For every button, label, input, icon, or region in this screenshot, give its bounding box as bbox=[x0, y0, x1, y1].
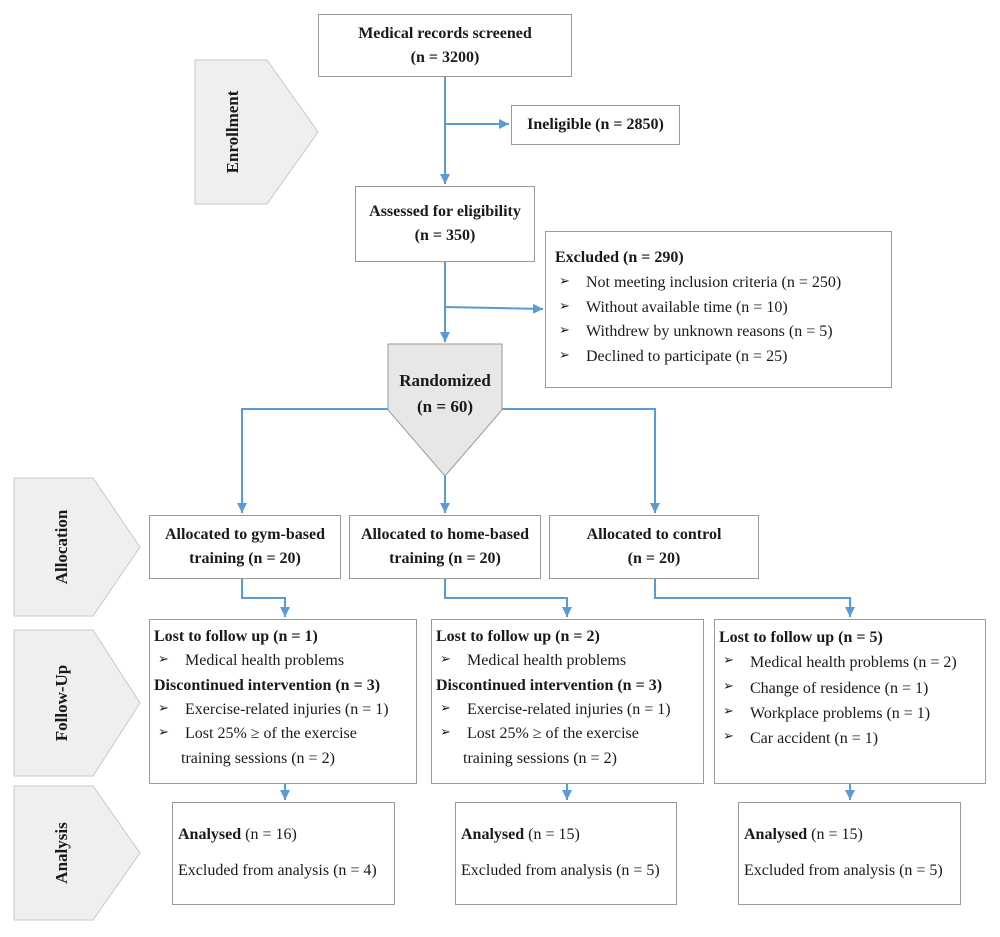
lost-to-follow-up-label: Lost to follow up (n = 2) bbox=[436, 628, 600, 645]
follow-up-item-continued: training sessions (n = 2) bbox=[181, 749, 335, 767]
ineligible-text: Ineligible (n = 2850) bbox=[527, 116, 664, 133]
analysed-line: Analysed (n = 15) bbox=[461, 823, 676, 847]
phase-shape-enrollment bbox=[194, 59, 319, 205]
screened-title: Medical records screened bbox=[358, 24, 532, 42]
analysis-box-gym: Analysed (n = 16) Excluded from analysis… bbox=[172, 802, 395, 905]
assessed-title: Assessed for eligibility bbox=[369, 203, 521, 220]
assessed-box: Assessed for eligibility (n = 350) bbox=[355, 186, 535, 262]
lost-to-follow-up-label: Lost to follow up (n = 5) bbox=[719, 629, 883, 646]
bullet-arrow-icon: ➢ bbox=[723, 677, 734, 693]
excluded-title: Excluded (n = 290) bbox=[555, 249, 684, 266]
analysed-label: Analysed bbox=[178, 826, 242, 843]
analysis-box-home: Analysed (n = 15) Excluded from analysis… bbox=[455, 802, 677, 905]
follow-up-item: ➢Exercise-related injuries (n = 1) bbox=[158, 699, 389, 718]
analysed-line: Analysed (n = 16) bbox=[178, 823, 394, 847]
arrow-randomized-to-gym bbox=[237, 408, 388, 513]
allocation-box-home: Allocated to home-based training (n = 20… bbox=[349, 515, 541, 579]
arrow-to-excluded bbox=[444, 303, 544, 314]
bullet-arrow-icon: ➢ bbox=[158, 651, 169, 667]
arrow-randomized-to-control bbox=[502, 408, 660, 513]
randomized-shape bbox=[387, 343, 503, 477]
bullet-arrow-icon: ➢ bbox=[559, 272, 570, 288]
randomized-count: (n = 60) bbox=[417, 396, 473, 416]
arrow-control-to-follow-up bbox=[654, 579, 855, 617]
follow-up-item: ➢Exercise-related injuries (n = 1) bbox=[440, 699, 671, 718]
allocation-box-control: Allocated to control (n = 20) bbox=[549, 515, 759, 579]
follow-up-item: ➢Medical health problems bbox=[158, 651, 345, 670]
follow-up-box-gym: Lost to follow up (n = 1) ➢Medical healt… bbox=[149, 619, 417, 784]
phase-label-analysis: Analysis bbox=[52, 822, 71, 884]
bullet-arrow-icon: ➢ bbox=[440, 699, 451, 715]
follow-up-box-control: Lost to follow up (n = 5) ➢Medical healt… bbox=[714, 619, 986, 784]
follow-up-item: ➢Workplace problems (n = 1) bbox=[723, 702, 931, 722]
analysis-box-control: Analysed (n = 15) Excluded from analysis… bbox=[738, 802, 961, 905]
follow-up-item: ➢Lost 25% ≥ of the exercise bbox=[440, 724, 639, 743]
follow-up-item: ➢Lost 25% ≥ of the exercise bbox=[158, 724, 357, 743]
randomized-label: Randomized (n = 60) bbox=[388, 368, 502, 419]
analysed-count: (n = 15) bbox=[807, 826, 863, 843]
discontinued-label: Discontinued intervention (n = 3) bbox=[436, 676, 663, 694]
bullet-arrow-icon: ➢ bbox=[723, 652, 734, 668]
excluded-item: ➢Without available time (n = 10) bbox=[559, 297, 788, 316]
follow-up-box-home: Lost to follow up (n = 2) ➢Medical healt… bbox=[431, 619, 704, 784]
excluded-item: ➢Withdrew by unknown reasons (n = 5) bbox=[559, 322, 833, 341]
randomized-title: Randomized bbox=[399, 371, 491, 390]
phase-shape-analysis bbox=[13, 785, 141, 921]
follow-up-item: ➢Change of residence (n = 1) bbox=[723, 677, 929, 697]
excluded-from-analysis: Excluded from analysis (n = 4) bbox=[178, 862, 377, 879]
bullet-arrow-icon: ➢ bbox=[723, 702, 734, 718]
allocation-control-line1: Allocated to control bbox=[586, 526, 722, 543]
allocation-box-gym: Allocated to gym-based training (n = 20) bbox=[149, 515, 341, 579]
excluded-box: Excluded (n = 290) ➢Not meeting inclusio… bbox=[545, 231, 892, 388]
screened-count: (n = 3200) bbox=[410, 48, 480, 66]
bullet-arrow-icon: ➢ bbox=[440, 724, 451, 740]
arrow-gym-to-follow-up bbox=[241, 579, 290, 617]
allocation-gym-line1: Allocated to gym-based bbox=[165, 526, 325, 543]
excluded-from-analysis: Excluded from analysis (n = 5) bbox=[744, 862, 943, 879]
excluded-from-analysis: Excluded from analysis (n = 5) bbox=[461, 862, 660, 879]
lost-to-follow-up-label: Lost to follow up (n = 1) bbox=[154, 628, 318, 645]
follow-up-item-continued: training sessions (n = 2) bbox=[463, 749, 617, 767]
allocation-home-line2: training (n = 20) bbox=[389, 550, 501, 567]
analysed-label: Analysed bbox=[744, 826, 808, 843]
phase-label-allocation: Allocation bbox=[52, 509, 71, 585]
excluded-item: ➢Not meeting inclusion criteria (n = 250… bbox=[559, 272, 842, 291]
allocation-gym-line2: training (n = 20) bbox=[189, 550, 301, 567]
arrow-home-to-follow-up bbox=[444, 579, 572, 617]
ineligible-box: Ineligible (n = 2850) bbox=[511, 105, 680, 145]
bullet-arrow-icon: ➢ bbox=[559, 297, 570, 313]
allocation-home-line1: Allocated to home-based bbox=[361, 526, 529, 543]
bullet-arrow-icon: ➢ bbox=[559, 347, 570, 363]
bullet-arrow-icon: ➢ bbox=[559, 322, 570, 338]
bullet-arrow-icon: ➢ bbox=[158, 699, 169, 715]
bullet-arrow-icon: ➢ bbox=[158, 724, 169, 740]
analysed-line: Analysed (n = 15) bbox=[744, 823, 960, 847]
bullet-arrow-icon: ➢ bbox=[440, 651, 451, 667]
phase-label-follow-up: Follow-Up bbox=[52, 664, 71, 742]
allocation-control-line2: (n = 20) bbox=[627, 550, 681, 567]
excluded-item: ➢Declined to participate (n = 25) bbox=[559, 347, 788, 366]
analysed-label: Analysed bbox=[461, 826, 525, 843]
phase-shape-allocation bbox=[13, 477, 141, 617]
follow-up-item: ➢Medical health problems (n = 2) bbox=[723, 652, 957, 672]
bullet-arrow-icon: ➢ bbox=[723, 728, 734, 744]
analysed-count: (n = 16) bbox=[241, 826, 297, 843]
phase-label-enrollment: Enrollment bbox=[223, 90, 242, 174]
follow-up-item: ➢Medical health problems bbox=[440, 651, 627, 670]
follow-up-item: ➢Car accident (n = 1) bbox=[723, 728, 879, 748]
discontinued-label: Discontinued intervention (n = 3) bbox=[154, 676, 381, 694]
phase-shape-follow-up bbox=[13, 629, 141, 777]
assessed-count: (n = 350) bbox=[414, 227, 476, 244]
screened-box: Medical records screened (n = 3200) bbox=[318, 14, 572, 77]
analysed-count: (n = 15) bbox=[524, 826, 580, 843]
